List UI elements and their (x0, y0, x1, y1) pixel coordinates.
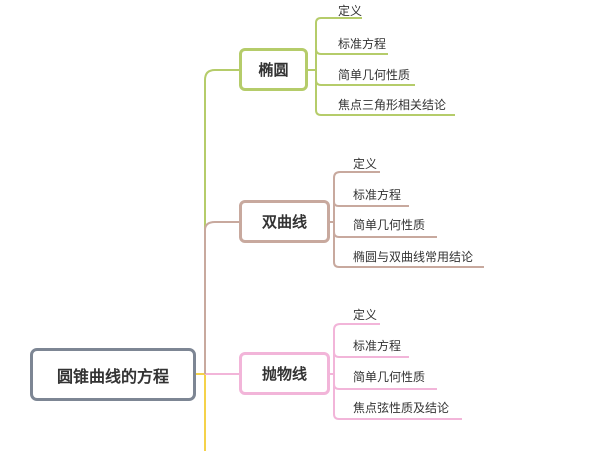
leaf-item[interactable]: 简单几何性质 (353, 370, 426, 384)
trunk-to-hyperbola (204, 221, 239, 374)
leaf-item[interactable]: 焦点三角形相关结论 (338, 98, 447, 112)
branch-label: 抛物线 (261, 365, 307, 383)
leaf-item[interactable]: 定义 (353, 157, 378, 171)
leaf-item[interactable]: 简单几何性质 (338, 68, 411, 82)
parabola-leaf-lines (330, 323, 462, 420)
ellipse-leaf-lines (308, 17, 455, 116)
leaf-item[interactable]: 标准方程 (353, 339, 402, 353)
leaf-item[interactable]: 标准方程 (353, 188, 402, 202)
leaf-item[interactable]: 简单几何性质 (353, 218, 426, 232)
leaf-item[interactable]: 焦点弦性质及结论 (353, 401, 450, 415)
leaf-item[interactable]: 定义 (353, 308, 378, 322)
leaf-item[interactable]: 椭圆与双曲线常用结论 (353, 250, 474, 264)
branch-label: 椭圆 (258, 61, 289, 79)
branch-label: 双曲线 (261, 213, 307, 231)
hyperbola-leaf-lines (330, 171, 484, 268)
trunk-to-ellipse (204, 69, 239, 374)
leaf-item[interactable]: 定义 (338, 4, 363, 18)
branch-node-hyperbola[interactable]: 双曲线 (239, 200, 330, 243)
branch-node-parabola[interactable]: 抛物线 (239, 352, 330, 395)
branch-node-ellipse[interactable]: 椭圆 (239, 48, 308, 91)
root-node[interactable]: 圆锥曲线的方程 (30, 348, 196, 401)
leaf-item[interactable]: 标准方程 (338, 37, 387, 51)
root-node-label: 圆锥曲线的方程 (56, 366, 169, 386)
